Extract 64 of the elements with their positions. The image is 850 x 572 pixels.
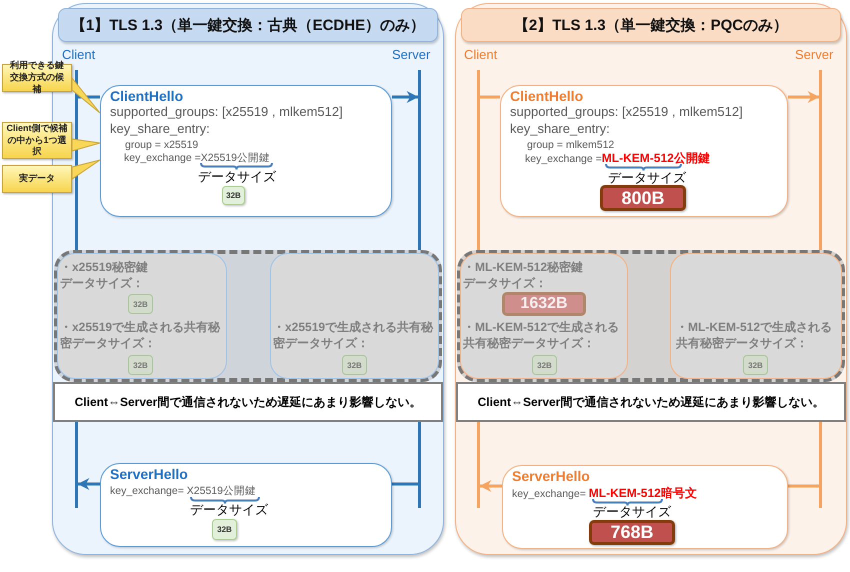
field-text: key_exchange= ML-KEM-512暗号文 [512,486,697,501]
message-name: ServerHello [512,468,590,484]
message-name: ClientHello [510,88,584,104]
info-panel [270,253,439,379]
panel-title: 【2】TLS 1.3（単一鍵交換：PQCのみ） [461,8,841,42]
size-caption: データサイズ [190,502,268,517]
field-text: key_exchange =X25519公開鍵 [124,151,270,165]
field-text: key_share_entry: [510,121,610,137]
callout-pointer [72,138,100,152]
message-box [500,85,788,217]
lifeline-label: Server [795,47,834,63]
lifeline-label: Client [464,47,498,63]
size-badge: 32B [222,186,245,205]
info-text: ・x25519秘密鍵 [60,259,150,275]
message-box [502,465,788,549]
field-text: group = x25519 [125,138,198,152]
info-panel [670,253,842,379]
size-badge: 768B [589,520,675,545]
size-badge: 800B [600,185,686,211]
callout-pointer [72,76,100,114]
message-name: ServerHello [110,466,188,482]
field-text: group = mlkem512 [527,138,614,152]
size-badge: 32B [212,519,237,540]
field-text: key_exchange =ML-KEM-512公開鍵 [525,151,710,166]
arrow [788,91,820,103]
size-badge: 32B [342,355,367,375]
diagram-panel [455,3,847,555]
field-text: supported_groups: [x25519 , mlkem512] [510,104,743,120]
size-badge: 32B [128,355,153,375]
size-caption: データサイズ [198,169,276,184]
lifeline-label: Server [392,47,430,63]
info-text: ・ML-KEM-512で生成される共有秘密データサイズ： [676,319,834,351]
callout-note: 実データ [2,165,72,193]
callout-note: Client側で候補の中から1つ選択 [2,122,72,159]
callout-pointer [72,160,100,180]
info-text: ・x25519で生成される共有秘密データサイズ： [273,319,434,351]
size-badge: 32B [532,355,557,375]
info-panel [57,253,227,379]
dashed-frame [54,250,442,382]
message-name: ClientHello [110,88,184,104]
arrow [77,478,100,490]
lifeline-label: Client [62,47,96,62]
message-box [100,85,392,217]
field-text: key_exchange= X25519公開鍵 [110,484,256,498]
field-text: key_share_entry: [110,121,210,137]
info-text: データサイズ： [60,275,145,291]
panel-title: 【1】TLS 1.3（単一鍵交換：古典（ECDHE）のみ） [58,8,438,42]
info-text: ・ML-KEM-512で生成される共有秘密データサイズ： [463,319,620,351]
size-badge: 1632B [502,292,586,316]
message-box [100,463,392,547]
info-text: データサイズ： [463,275,548,291]
info-panel [460,253,628,379]
size-caption: データサイズ [593,504,671,519]
note-box: Client⇔Server間で通信されないため遅延にあまり影響しない。 [456,382,846,422]
arrow [479,480,502,492]
size-badge: 32B [128,294,153,314]
size-caption: データサイズ [608,170,686,185]
info-text: ・x25519で生成される共有秘密データサイズ： [60,319,222,351]
info-text: ・ML-KEM-512秘密鍵 [463,259,584,275]
dashed-frame [457,250,845,382]
note-box: Client⇔Server間で通信されないため遅延にあまり影響しない。 [53,382,443,422]
size-badge: 32B [743,355,768,375]
field-text: supported_groups: [x25519 , mlkem512] [110,104,343,120]
arrow [392,91,419,103]
